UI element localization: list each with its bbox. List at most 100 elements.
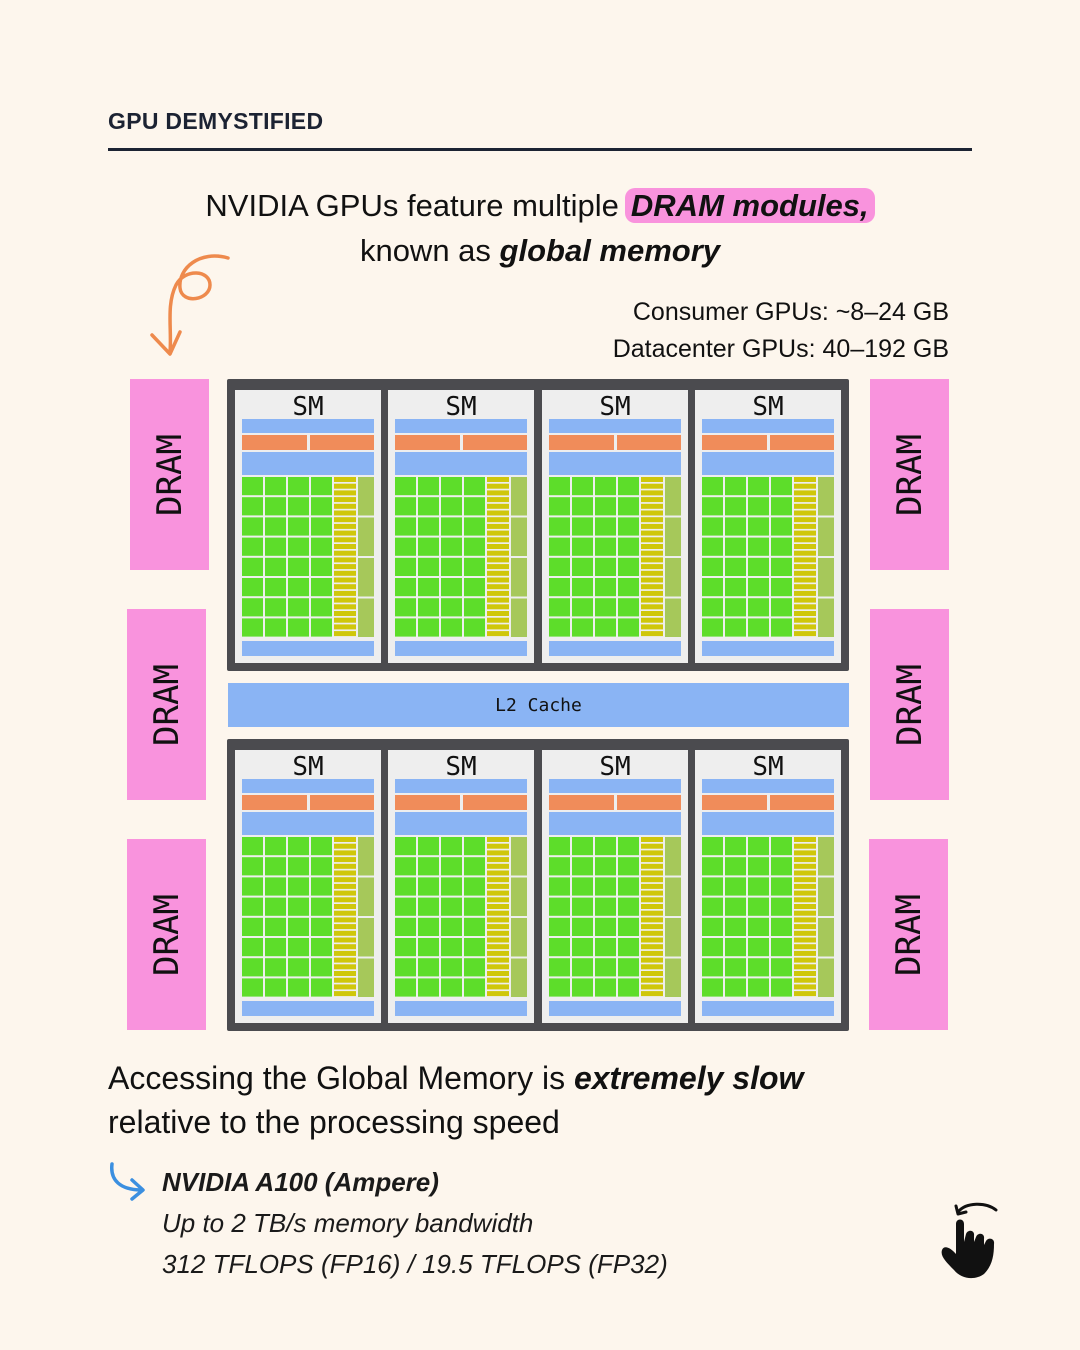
cuda-core: [771, 958, 792, 977]
cuda-core: [572, 557, 593, 576]
tensor-core-stripe: [641, 870, 663, 876]
tensor-core-stripe: [487, 957, 509, 963]
cuda-core: [288, 557, 309, 576]
tensor-core-stripe: [487, 604, 509, 610]
cuda-core: [771, 517, 792, 536]
cuda-core: [464, 537, 485, 556]
tensor-core-stripe: [487, 837, 509, 842]
cuda-core: [242, 557, 263, 576]
cuda-core: [265, 497, 286, 516]
tensor-core-stripe: [334, 497, 356, 503]
cuda-core: [288, 958, 309, 977]
cuda-core: [595, 917, 616, 936]
tensor-core-stripe: [334, 930, 356, 936]
cuda-core: [265, 978, 286, 997]
sm-core-array: [702, 477, 834, 639]
cuda-core: [549, 877, 570, 896]
cuda-core: [725, 517, 746, 536]
tensor-core-stripe: [641, 631, 663, 637]
tensor-core-stripe: [794, 631, 816, 637]
cuda-core: [572, 837, 593, 856]
tensor-core-stripe: [334, 604, 356, 610]
cuda-core: [418, 857, 439, 876]
datacenter-spec: Datacenter GPUs: 40–192 GB: [612, 335, 949, 363]
tensor-core-stripe: [487, 977, 509, 983]
sm-l1-cache: [549, 1001, 681, 1016]
cuda-core: [595, 537, 616, 556]
cuda-core: [702, 537, 723, 556]
tensor-core-stripe: [487, 530, 509, 536]
sm-l0-cache: [549, 419, 681, 433]
cuda-core: [242, 477, 263, 496]
tensor-core-stripe: [334, 877, 356, 883]
sm-l1-cache: [702, 1001, 834, 1016]
sfu-unit: [665, 958, 681, 997]
cuda-core: [725, 598, 746, 617]
cuda-core: [441, 917, 462, 936]
tensor-core-stripe: [487, 883, 509, 889]
tensor-core-stripe: [794, 924, 816, 930]
cuda-core: [265, 897, 286, 916]
cuda-core: [549, 897, 570, 916]
hook-arrow-icon: [110, 1162, 145, 1201]
tensor-core-stripe: [794, 890, 816, 896]
cuda-core: [418, 897, 439, 916]
tensor-core-stripe: [641, 917, 663, 923]
tensor-core-stripe: [794, 517, 816, 523]
tensor-core-stripe: [794, 883, 816, 889]
tensor-core-stripe: [641, 517, 663, 523]
tensor-core-stripe: [334, 617, 356, 623]
tensor-core-stripe: [794, 523, 816, 529]
sm-unit: SM: [388, 750, 534, 1023]
tensor-core-stripe: [487, 863, 509, 869]
cuda-core: [702, 837, 723, 856]
sm-label: SM: [292, 752, 324, 782]
cuda-core: [618, 897, 639, 916]
sfu-unit: [665, 477, 681, 516]
sm-warp-schedulers: [242, 795, 374, 810]
cuda-core: [572, 877, 593, 896]
cuda-core: [265, 557, 286, 576]
cuda-core: [572, 917, 593, 936]
sm-label: SM: [292, 392, 324, 422]
cuda-core: [311, 877, 332, 896]
cuda-core: [311, 497, 332, 516]
sm-unit: SM: [695, 390, 841, 663]
cuda-core: [549, 978, 570, 997]
cuda-core: [395, 517, 416, 536]
cuda-core: [748, 598, 769, 617]
tensor-core-stripe: [334, 624, 356, 630]
sm-warp-schedulers: [242, 435, 374, 450]
cuda-core: [265, 958, 286, 977]
cuda-core: [771, 578, 792, 597]
cuda-core: [242, 938, 263, 957]
tensor-core-stripe: [334, 850, 356, 856]
cuda-core: [771, 837, 792, 856]
headline-emphasis: global memory: [499, 233, 721, 268]
cuda-core: [725, 978, 746, 997]
sfu-unit: [818, 958, 834, 997]
tensor-core-stripe: [641, 564, 663, 570]
sm-l1-cache: [242, 1001, 374, 1016]
dram-label: DRAM: [889, 663, 930, 746]
cuda-core: [748, 857, 769, 876]
tensor-core-stripe: [794, 944, 816, 950]
headline-highlight: DRAM modules,: [624, 188, 875, 223]
cuda-core: [618, 857, 639, 876]
cuda-core: [771, 598, 792, 617]
tensor-core-stripe: [487, 577, 509, 583]
cuda-core: [288, 578, 309, 597]
tensor-core-stripe: [334, 564, 356, 570]
sfu-unit: [358, 558, 374, 597]
sm-core-array: [549, 477, 681, 639]
swipe-hand-icon[interactable]: [936, 1200, 1008, 1282]
cuda-core: [618, 497, 639, 516]
cuda-core: [395, 837, 416, 856]
sm-label: SM: [752, 392, 784, 422]
cuda-core: [725, 557, 746, 576]
tensor-core-stripe: [641, 890, 663, 896]
cuda-core: [572, 497, 593, 516]
tensor-core-stripe: [487, 930, 509, 936]
tensor-core-stripe: [641, 497, 663, 503]
tensor-core-stripe: [334, 590, 356, 596]
